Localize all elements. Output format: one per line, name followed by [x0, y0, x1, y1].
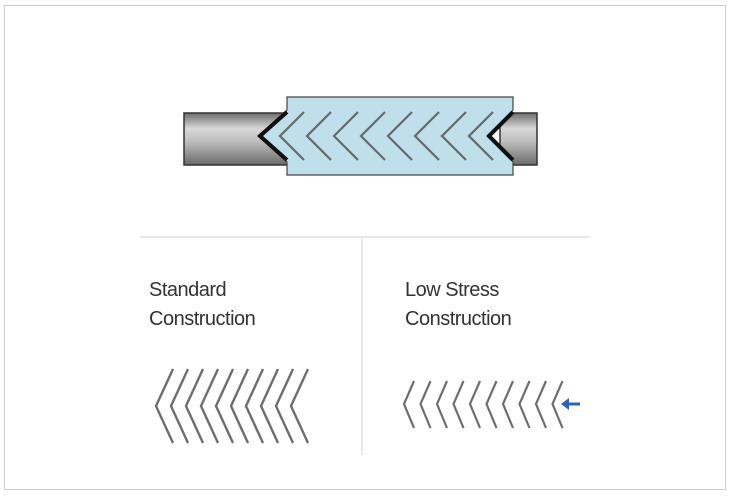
- chevron: [214, 368, 235, 444]
- chevron: [468, 380, 482, 429]
- chevron: [402, 380, 416, 429]
- coupling-illustration: [183, 96, 538, 176]
- diagram-frame: [4, 5, 726, 490]
- chevron: [359, 111, 386, 161]
- chevron: [184, 368, 205, 444]
- low-stress-construction-label: Low Stress Construction: [405, 276, 512, 334]
- chevron: [229, 368, 250, 444]
- chevron: [305, 111, 332, 161]
- label-line: Standard: [149, 279, 227, 301]
- chevron: [244, 368, 265, 444]
- chevron: [289, 368, 310, 444]
- chevron: [467, 111, 494, 161]
- low-stress-chevrons: [402, 380, 564, 429]
- standard-chevrons: [154, 368, 310, 444]
- chevron: [386, 111, 413, 161]
- chevron: [518, 380, 531, 429]
- chevron: [278, 111, 305, 161]
- sleeve: [257, 96, 514, 176]
- standard-construction-label: Standard Construction: [149, 276, 256, 334]
- label-line: Construction: [405, 308, 512, 330]
- label-line: Low Stress: [405, 279, 499, 301]
- chevron: [435, 380, 449, 429]
- left-pipe-end: [256, 110, 289, 162]
- chevron: [485, 380, 498, 429]
- chevron: [551, 380, 564, 429]
- chevron: [419, 380, 432, 429]
- label-line: Construction: [149, 308, 256, 330]
- chevron: [440, 111, 467, 161]
- chevron: [274, 368, 295, 444]
- chevron: [169, 368, 190, 444]
- chevron: [259, 368, 280, 444]
- chevron: [452, 380, 465, 429]
- chevron: [534, 380, 548, 429]
- chevron: [154, 368, 175, 444]
- chevron: [332, 111, 359, 161]
- chevron: [501, 380, 515, 429]
- right-pipe-end: [486, 110, 515, 162]
- chevron: [413, 111, 440, 161]
- chevron: [199, 368, 220, 444]
- arrow-icon: [561, 398, 580, 410]
